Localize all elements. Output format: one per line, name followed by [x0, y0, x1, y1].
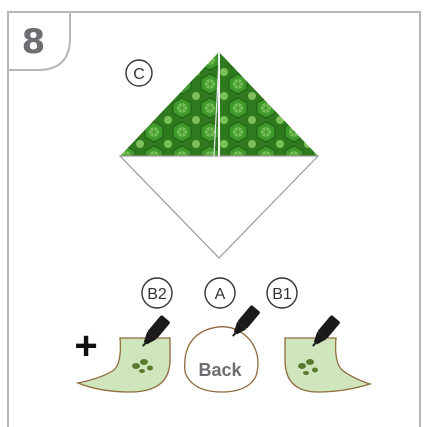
plus-sign: + [74, 324, 97, 368]
glue-dots-icon [132, 359, 153, 373]
glue-dots-icon [298, 359, 318, 375]
glue-pen-icon [142, 315, 170, 347]
label-c: C [125, 59, 153, 87]
label-a: A [204, 277, 236, 309]
svg-text:B2: B2 [147, 286, 167, 303]
piece-a: Back [184, 305, 260, 393]
piece-b2 [75, 315, 171, 393]
svg-text:A: A [215, 286, 226, 303]
svg-text:C: C [133, 66, 145, 83]
label-b2: B2 [141, 277, 173, 309]
glue-pen-icon [232, 305, 260, 337]
back-label: Back [198, 360, 242, 380]
piece-b1 [284, 315, 373, 393]
svg-text:B1: B1 [272, 286, 292, 303]
step-number: 8 [21, 22, 46, 62]
folded-paper [118, 52, 320, 259]
label-b1: B1 [266, 277, 298, 309]
glue-pen-icon [312, 315, 340, 347]
